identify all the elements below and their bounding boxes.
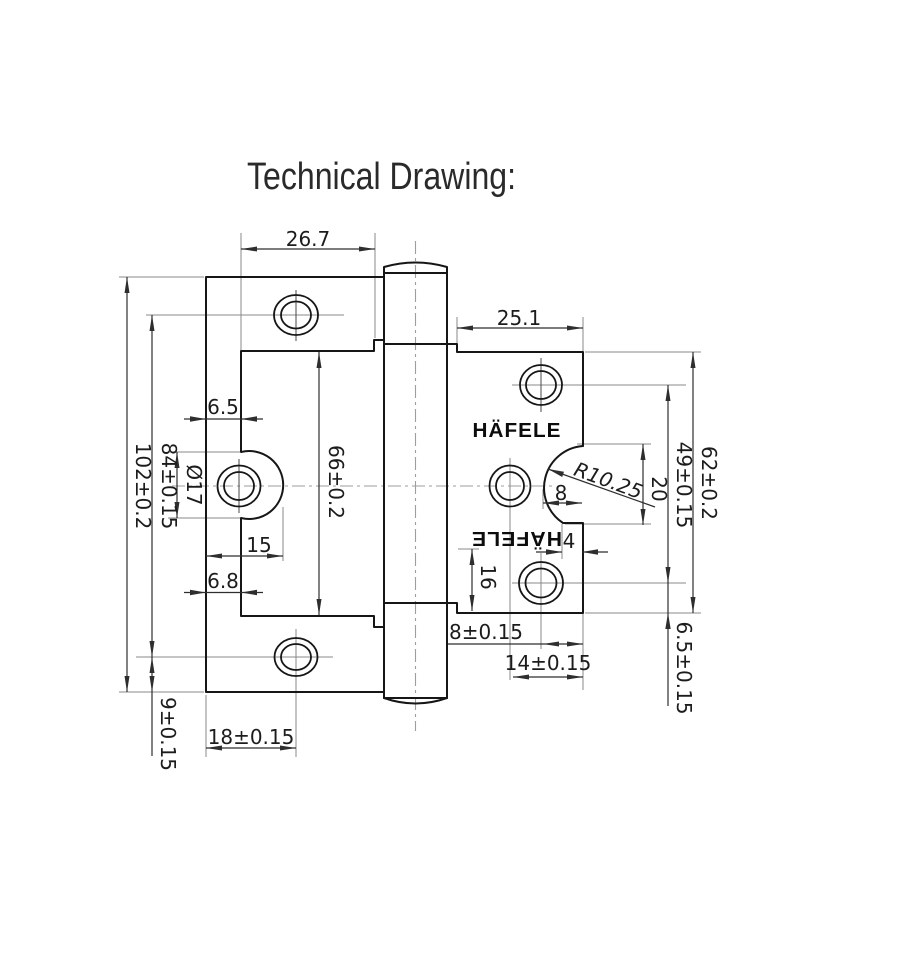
dim-label-hole-diameter: Ø17 [182,464,206,505]
left-leaf-outline [205,276,385,693]
center-lines [172,241,556,731]
dimension-lines [124,246,696,756]
dim-label-right-leaf-width: 25.1 [497,306,542,330]
dim-label-cutout-offset-bottom: 6.8 [207,569,239,593]
dim-label-mid-hole-edge-offset: 14±0.15 [505,651,592,675]
dimension-labels: 26.7 25.1 6.5 6.8 15 18±0.15 8±0.15 14±0… [131,227,721,771]
dim-label-notch-depth: 8 [555,481,568,505]
extension-lines [119,233,701,757]
dim-label-right-leaf-height: 62±0.2 [697,446,721,520]
right-leaf-outline [445,343,584,614]
dim-label-overall-height: 102±0.2 [131,443,155,530]
brand-logo-top: HÄFELE [473,419,562,442]
brand-logo-bottom: HÄFELE [471,527,562,550]
dim-label-hole-pitch-left: 84±0.15 [157,443,181,530]
dim-label-notch-radius: R10.25 [571,457,646,504]
dim-label-notch-edge-gap: 4 [563,529,576,553]
dim-label-bottom-hole-edge-offset: 6.5±0.15 [672,621,696,714]
dim-label-notch-height: 20 [647,476,671,501]
screw-holes [216,294,564,677]
dim-label-boss-width: 15 [246,533,271,557]
dim-label-top-cutout-width: 26.7 [286,227,331,251]
dim-label-cutout-height: 66±0.2 [324,445,348,519]
dim-label-hole-pitch-right: 49±0.15 [672,442,696,529]
dim-label-hole-edge-offset: 8±0.15 [449,620,523,644]
dim-label-cutout-offset-top: 6.5 [207,395,239,419]
page-title: Technical Drawing: [247,156,516,198]
dim-label-bottom-hole-offset: 9±0.15 [156,697,180,771]
dim-label-flange-height: 16 [476,564,500,589]
dim-label-bottom-hole-inset: 18±0.15 [208,725,295,749]
